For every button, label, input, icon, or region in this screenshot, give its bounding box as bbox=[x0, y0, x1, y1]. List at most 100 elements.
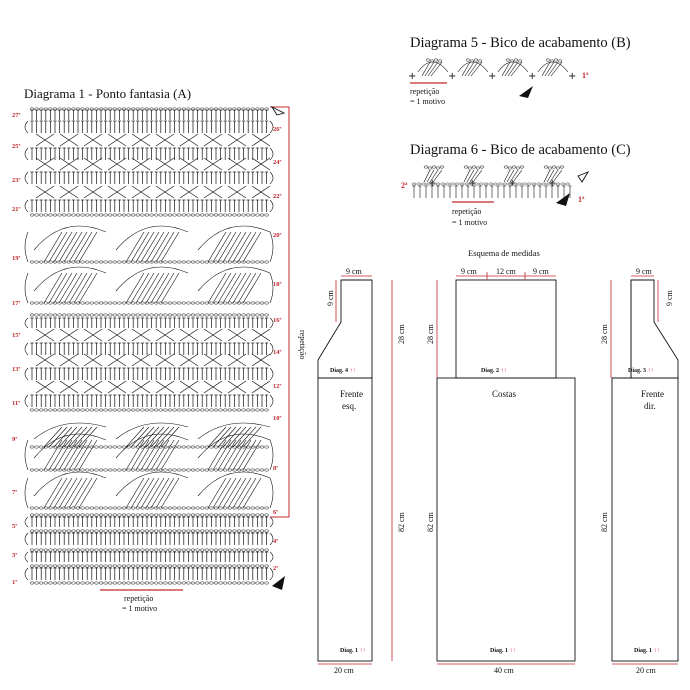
chain-stitch bbox=[52, 107, 58, 111]
shell-stitch bbox=[549, 169, 559, 183]
plus-stitch: + bbox=[428, 178, 436, 189]
chain-stitch bbox=[209, 313, 214, 317]
chain-stitch bbox=[204, 513, 210, 517]
cross-stitch-line bbox=[35, 185, 55, 199]
chain-stitch bbox=[48, 513, 53, 517]
chain-stitch bbox=[517, 182, 522, 186]
chain-stitch bbox=[181, 313, 187, 317]
chain-stitch bbox=[107, 529, 113, 533]
chain-stitch bbox=[89, 301, 95, 305]
chain-stitch bbox=[176, 564, 182, 568]
chain-stitch bbox=[61, 564, 67, 568]
chain-stitch bbox=[176, 548, 182, 552]
cross-stitch-line bbox=[107, 157, 127, 171]
chain-stitch bbox=[57, 445, 62, 449]
chain-stitch bbox=[264, 581, 269, 585]
chain-stitch bbox=[75, 213, 81, 217]
chain-stitch bbox=[98, 313, 104, 317]
chain-stitch bbox=[66, 408, 72, 412]
chain-stitch bbox=[57, 408, 62, 412]
chain-stitch bbox=[550, 182, 556, 186]
chain-stitch bbox=[163, 564, 168, 568]
chain-stitch bbox=[186, 548, 191, 552]
chain-stitch bbox=[209, 301, 214, 305]
row-label-right: 10ª bbox=[273, 415, 282, 422]
chain-stitch bbox=[222, 468, 228, 472]
chain-stitch bbox=[80, 513, 85, 517]
chain-stitch bbox=[66, 260, 72, 264]
diagram-6-row-left: 2ª bbox=[401, 181, 408, 190]
fan-stitch bbox=[135, 426, 155, 448]
chain-stitch bbox=[264, 564, 269, 568]
front-left-diag-top: Diag. 4 ↑↑ bbox=[330, 368, 356, 374]
shell-stitch bbox=[461, 61, 471, 77]
chain-stitch bbox=[158, 445, 164, 449]
chain-stitch bbox=[121, 445, 127, 449]
shell-stitch bbox=[469, 169, 479, 183]
chain-stitch bbox=[117, 313, 122, 317]
chain-stitch bbox=[130, 513, 136, 517]
chain-stitch bbox=[181, 506, 187, 510]
chain-stitch bbox=[218, 581, 223, 585]
chain-stitch bbox=[195, 548, 200, 552]
chain-stitch bbox=[84, 445, 90, 449]
chain-stitch bbox=[149, 260, 154, 264]
chain-stitch bbox=[213, 107, 219, 111]
chain-stitch bbox=[84, 506, 90, 510]
chain-stitch bbox=[241, 548, 246, 552]
chain-stitch bbox=[140, 408, 145, 412]
cross-stitch-line bbox=[131, 353, 151, 367]
back-lower-height: 82 cm bbox=[426, 511, 435, 532]
chain-stitch bbox=[209, 513, 214, 517]
chain-stitch bbox=[57, 564, 62, 568]
chain-stitch bbox=[209, 564, 214, 568]
fan-stitch bbox=[160, 477, 180, 509]
shell-stitch bbox=[429, 169, 439, 183]
chain-stitch bbox=[153, 213, 159, 217]
chain-stitch bbox=[149, 564, 154, 568]
chain-stitch bbox=[80, 529, 85, 533]
fan-stitch bbox=[73, 477, 93, 509]
chain-stitch bbox=[245, 468, 251, 472]
chain-stitch bbox=[52, 408, 58, 412]
chain-stitch bbox=[199, 468, 205, 472]
fan-stitch bbox=[130, 231, 150, 263]
chain-stitch bbox=[75, 107, 81, 111]
chain-stitch bbox=[75, 260, 81, 264]
cross-stitch-line bbox=[179, 380, 199, 394]
chain-stitch bbox=[218, 548, 223, 552]
row-label-left: 15ª bbox=[12, 332, 21, 339]
chain-stitch bbox=[227, 408, 233, 412]
chain-stitch bbox=[117, 529, 122, 533]
chain-stitch bbox=[199, 313, 205, 317]
chain-stitch bbox=[38, 468, 44, 472]
chain-stitch bbox=[112, 408, 118, 412]
chain-stitch bbox=[250, 445, 256, 449]
chain-stitch bbox=[112, 529, 118, 533]
chain-stitch bbox=[245, 408, 251, 412]
chain-stitch bbox=[255, 506, 260, 510]
chain-stitch bbox=[259, 564, 265, 568]
chain-stitch bbox=[121, 581, 127, 585]
picot-chain bbox=[427, 166, 433, 170]
chain-stitch bbox=[71, 301, 76, 305]
fan-stitch bbox=[232, 272, 252, 304]
fan-chain-arc bbox=[197, 266, 271, 292]
fan-stitch bbox=[237, 426, 257, 448]
turning-chain bbox=[24, 394, 29, 408]
chain-stitch bbox=[117, 260, 122, 264]
chain-stitch bbox=[250, 548, 256, 552]
chain-stitch bbox=[149, 301, 154, 305]
chain-stitch bbox=[126, 548, 131, 552]
chain-stitch bbox=[57, 529, 62, 533]
chain-stitch bbox=[66, 313, 72, 317]
chain-stitch bbox=[144, 260, 150, 264]
chain-stitch bbox=[149, 506, 154, 510]
chain-stitch bbox=[218, 408, 223, 412]
chain-stitch bbox=[153, 260, 159, 264]
chain-stitch bbox=[245, 313, 251, 317]
cross-stitch-line bbox=[203, 185, 223, 199]
shell-stitch bbox=[543, 169, 551, 183]
chain-stitch bbox=[209, 213, 214, 217]
plus-stitch: + bbox=[408, 71, 416, 82]
